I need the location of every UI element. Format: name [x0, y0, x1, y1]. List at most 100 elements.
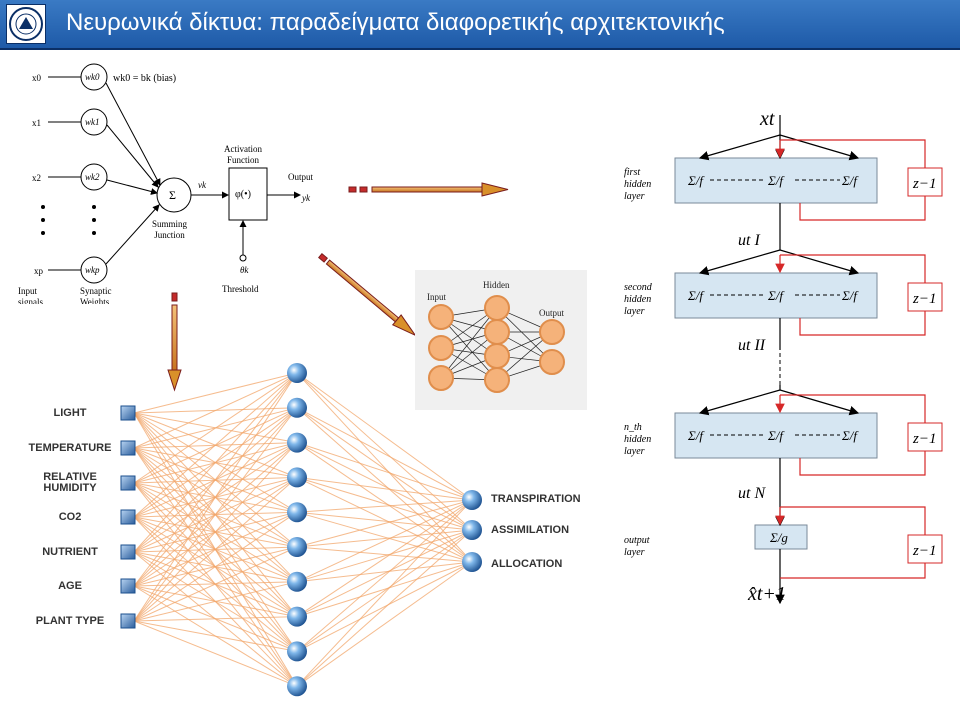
connection-line: [133, 581, 298, 622]
input-neuron: [428, 335, 454, 361]
connection-line: [296, 407, 473, 531]
connection-line: [296, 476, 473, 501]
nth-hidden-layer-box: [674, 412, 878, 459]
hidden-node: [287, 432, 307, 453]
u-label: ut N: [738, 485, 766, 502]
hidden-node: [287, 363, 307, 383]
cell-label: Σ/f: [841, 173, 859, 188]
connection-line: [296, 529, 473, 652]
connection-line: [296, 499, 473, 583]
cell-label: Σ/f: [767, 428, 785, 443]
connection-line: [133, 407, 298, 622]
output-cell-label: Σ/g: [769, 530, 788, 545]
activation-title: Activation Function: [224, 144, 262, 165]
cell-label: Σ/f: [687, 288, 705, 303]
connection-line: [296, 499, 473, 513]
connections: [133, 372, 473, 687]
input-neuron: [428, 365, 454, 391]
second-hidden-layer-box: [674, 272, 878, 319]
weight-wk0: wk0: [85, 72, 100, 82]
synaptic-weights-label: Synaptic Weights: [80, 286, 112, 304]
hidden-node: [287, 397, 307, 418]
delay-box-1: [907, 167, 943, 197]
plant-input-label: AGE: [58, 579, 82, 592]
connection-line: [296, 442, 473, 501]
connection-line: [296, 561, 473, 652]
delay-label: z−1: [912, 291, 936, 307]
input-node: [120, 440, 136, 456]
hidden-layer-label: Hidden: [483, 280, 510, 290]
cell-label: Σ/f: [767, 288, 785, 303]
connection-line: [296, 529, 473, 618]
connection-line: [133, 372, 298, 484]
connection-line: [296, 372, 473, 563]
activation-box: [228, 167, 268, 221]
arrow-diagonal: [318, 252, 417, 337]
cell-label: Σ/f: [687, 428, 705, 443]
input-node: [120, 475, 136, 491]
input-xp: xp: [34, 266, 44, 276]
connection-line: [133, 372, 298, 622]
activation-symbol: φ(•): [235, 189, 251, 200]
connection-line: [133, 620, 298, 687]
input-neuron: [428, 304, 454, 330]
connection-line: [133, 616, 298, 622]
second-hidden-layer-label: second hidden layer: [624, 282, 652, 317]
delay-label: z−1: [912, 543, 936, 559]
input-layer-label: Input: [427, 292, 446, 302]
connection-line: [296, 476, 473, 531]
connection-line: [296, 407, 473, 563]
connection-line: [296, 442, 473, 563]
connection-line: [133, 477, 298, 622]
delay-label: z−1: [912, 431, 936, 447]
bias-note: wk0 = bk (bias): [113, 73, 176, 84]
hidden-node: [287, 467, 307, 488]
plant-output-label: ALLOCATION: [491, 558, 563, 570]
output-neuron: [539, 349, 565, 375]
input-node: [120, 578, 136, 594]
connection-line: [296, 561, 473, 618]
connection-line: [296, 442, 473, 531]
plant-input-label: PLANT TYPE: [35, 614, 105, 627]
hidden-node: [287, 502, 307, 523]
connection-line: [296, 499, 473, 618]
vk-label: vk: [198, 180, 207, 190]
arrow-right: [348, 182, 509, 197]
output-node: [462, 490, 482, 510]
hidden-node: [287, 571, 307, 592]
hidden-neuron: [484, 295, 510, 321]
small-network-diagram: Input Hidden Output: [427, 280, 565, 393]
connection-line: [133, 546, 298, 622]
delay-box-3: [907, 422, 943, 452]
cell-label: Σ/f: [841, 288, 859, 303]
connection-line: [296, 511, 473, 563]
hidden-node: [287, 676, 307, 697]
connection-line: [133, 372, 298, 449]
output-node: [462, 552, 482, 572]
connection-line: [133, 620, 298, 652]
plant-input-label: LIGHT: [53, 406, 87, 419]
input-signals-label: Input signals: [18, 286, 44, 304]
connection-line: [296, 561, 473, 687]
output-node: [462, 520, 482, 540]
x-input-label: xt: [759, 108, 775, 130]
output-layer-label: output layer: [624, 535, 650, 558]
connection-line: [296, 499, 473, 687]
seal-icon: [9, 7, 43, 41]
output-layer-label: Output: [539, 308, 565, 318]
input-node: [120, 613, 136, 629]
input-node: [120, 509, 136, 525]
university-logo: [6, 4, 46, 44]
connection-line: [296, 372, 473, 501]
output-label: Output: [288, 172, 314, 182]
connection-line: [296, 499, 473, 652]
connection-line: [296, 372, 473, 531]
connection-line: [133, 372, 298, 414]
output-layer-box: [754, 524, 808, 550]
nth-hidden-layer-label: n_th hidden layer: [624, 422, 652, 457]
connection-line: [133, 372, 298, 587]
hidden-node: [287, 641, 307, 662]
yk-label: yk: [301, 193, 311, 203]
input-node: [120, 544, 136, 560]
